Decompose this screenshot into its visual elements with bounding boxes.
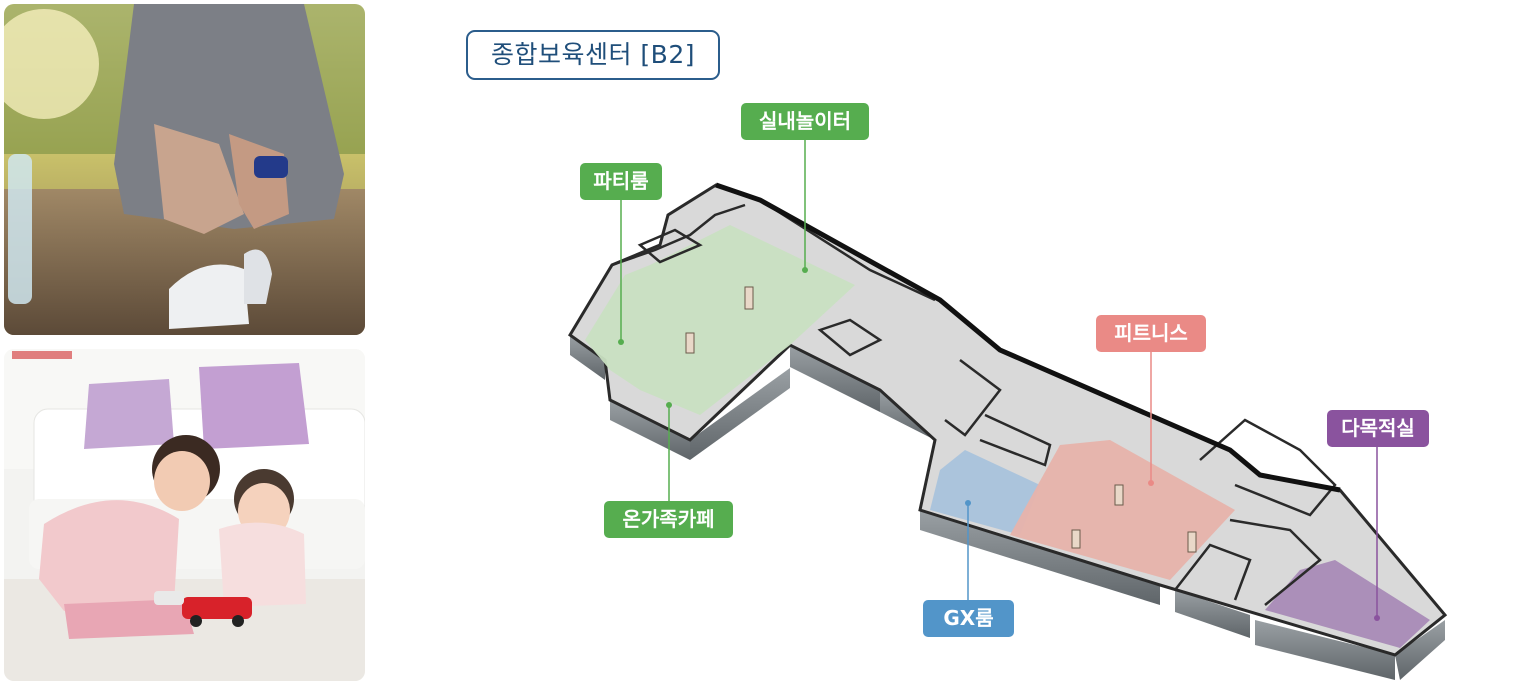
pillars <box>685 286 1197 553</box>
zone-indoor-playground <box>585 225 855 415</box>
page-title: 종합보육센터 [B2] <box>466 30 720 80</box>
zone-multipurpose-room <box>1265 560 1430 648</box>
photo-kids-playing-cars <box>4 349 365 681</box>
zone-fitness <box>1010 440 1235 580</box>
leader-lines <box>620 140 1378 618</box>
label-indoor-playground: 실내놀이터 <box>741 103 869 140</box>
label-gx-room: GX룸 <box>923 600 1014 637</box>
interior-walls <box>611 198 1337 606</box>
leader-dots <box>618 267 1380 621</box>
label-fitness: 피트니스 <box>1096 315 1206 352</box>
label-multipurpose-room: 다목적실 <box>1327 410 1429 447</box>
back-wall <box>715 182 1341 493</box>
photo-runner-tying-shoes <box>4 4 365 335</box>
label-party-room: 파티룸 <box>580 163 662 200</box>
floor-plan-diagram <box>568 140 1448 680</box>
zone-gx-room <box>930 450 1040 535</box>
label-family-cafe: 온가족카페 <box>604 501 733 538</box>
